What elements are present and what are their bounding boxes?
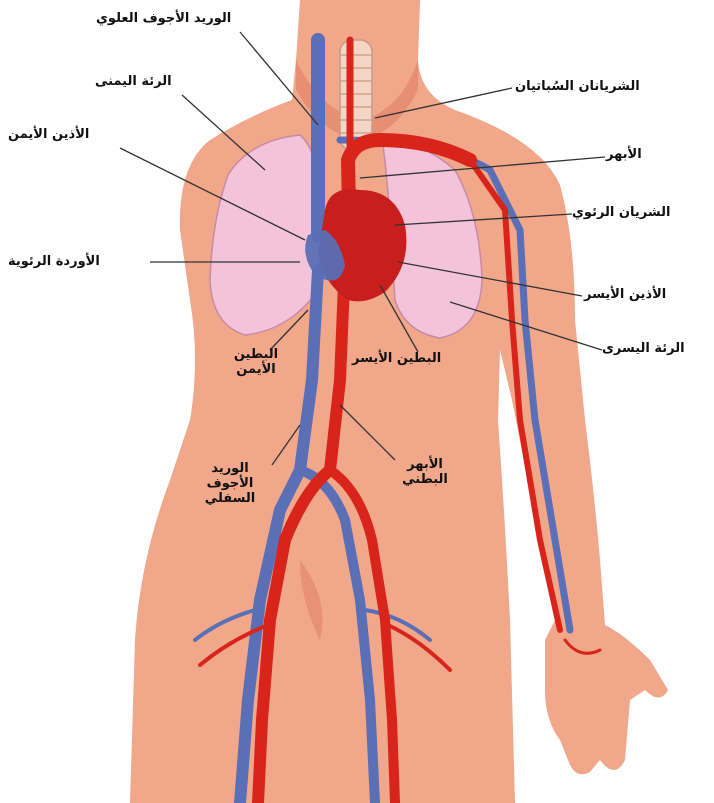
label-pulmonary-veins: الأوردة الرئوية [8,255,100,270]
label-inferior-vena-cava-line-3: السفلي [190,492,270,507]
label-left-ventricle: البطين الأيسر [352,352,441,367]
label-inferior-vena-cava-line-1: الوريد [190,462,270,477]
label-right-ventricle: البطين الأيمن [228,348,284,378]
label-right-atrium: الأذين الأيمن [8,128,89,143]
label-right-lung: الرئة اليمنى [95,75,172,90]
label-right-ventricle-line-1: البطين [228,348,284,363]
label-abdominal-aorta: الأبهر البطني [395,458,455,488]
label-pulmonary-artery: الشريان الرئوي [572,206,670,221]
label-inferior-vena-cava-line-2: الأجوف [190,477,270,492]
label-left-lung: الرئة اليسرى [602,342,685,357]
label-superior-vena-cava: الوريد الأجوف العلوي [96,12,231,27]
label-left-atrium: الأذين الأيسر [584,288,666,303]
label-carotid-arteries: الشريانان السُباتيان [515,80,640,95]
trachea [340,40,372,150]
label-abdominal-aorta-line-1: الأبهر [395,458,455,473]
label-inferior-vena-cava: الوريد الأجوف السفلي [190,462,270,507]
label-abdominal-aorta-line-2: البطني [395,473,455,488]
label-right-ventricle-line-2: الأيمن [228,363,284,378]
label-aorta: الأبهر [606,148,642,163]
